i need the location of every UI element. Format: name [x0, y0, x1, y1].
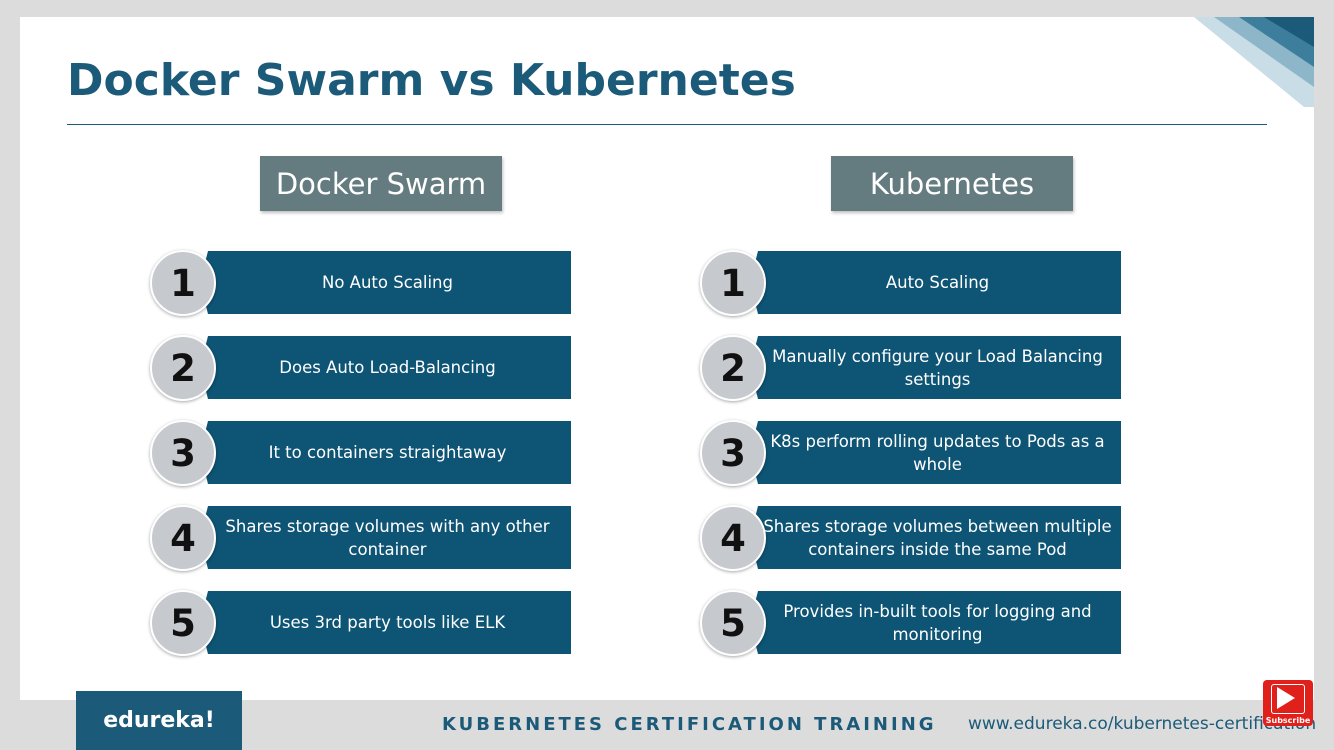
- item-bar: [200, 251, 571, 314]
- item-bar: [200, 336, 571, 399]
- edureka-logo: edureka!: [76, 691, 242, 750]
- item-bar: [200, 506, 571, 569]
- item-text: Shares storage volumes between multiple …: [763, 516, 1112, 559]
- item-number: 5: [150, 590, 216, 656]
- youtube-play-icon: [1271, 684, 1305, 714]
- item-text: It to containers straightaway: [268, 443, 507, 462]
- list-item: K8s perform rolling updates to Pods as a…: [700, 420, 1121, 486]
- item-number: 4: [150, 505, 216, 571]
- list-item: Does Auto Load-Balancing 2: [150, 335, 571, 401]
- item-number: 5: [700, 590, 766, 656]
- item-text: Shares storage volumes with any other co…: [225, 516, 550, 559]
- corner-decoration: [1194, 17, 1314, 107]
- list-item: Auto Scaling 1: [700, 250, 1121, 316]
- item-bar: [750, 591, 1121, 654]
- item-number: 4: [700, 505, 766, 571]
- list-item: Provides in-built tools for logging and …: [700, 590, 1121, 656]
- list-item: No Auto Scaling 1: [150, 250, 571, 316]
- item-text: No Auto Scaling: [322, 273, 453, 292]
- course-url: www.edureka.co/kubernetes-certification: [968, 714, 1317, 734]
- item-text: Does Auto Load-Balancing: [279, 358, 496, 377]
- title-divider: [67, 124, 1267, 125]
- item-number: 1: [150, 250, 216, 316]
- slide: Docker Swarm vs Kubernetes Docker Swarm …: [20, 17, 1314, 700]
- slide-title: Docker Swarm vs Kubernetes: [67, 55, 796, 106]
- item-bar: [750, 336, 1121, 399]
- item-text: Manually configure your Load Balancing s…: [772, 346, 1103, 389]
- list-item: Shares storage volumes with any other co…: [150, 505, 571, 571]
- list-item: Shares storage volumes between multiple …: [700, 505, 1121, 571]
- item-bar: [750, 421, 1121, 484]
- item-text: K8s perform rolling updates to Pods as a…: [770, 431, 1105, 474]
- item-number: 3: [700, 420, 766, 486]
- subscribe-button[interactable]: Subscribe: [1263, 680, 1313, 726]
- item-text: Auto Scaling: [885, 273, 990, 292]
- item-number: 2: [700, 335, 766, 401]
- course-title: KUBERNETES CERTIFICATION TRAINING: [442, 714, 937, 735]
- list-item: It to containers straightaway 3: [150, 420, 571, 486]
- item-bar: [200, 421, 571, 484]
- item-bar: [750, 251, 1121, 314]
- item-number: 1: [700, 250, 766, 316]
- item-bar: [750, 506, 1121, 569]
- item-text: Provides in-built tools for logging and …: [783, 601, 1092, 644]
- subscribe-label: Subscribe: [1265, 716, 1311, 725]
- column-header-kubernetes: Kubernetes: [831, 156, 1073, 211]
- play-triangle-icon: [1277, 687, 1295, 709]
- item-number: 2: [150, 335, 216, 401]
- list-item: Uses 3rd party tools like ELK 5: [150, 590, 571, 656]
- item-text: Uses 3rd party tools like ELK: [269, 613, 506, 632]
- column-header-docker-swarm: Docker Swarm: [260, 156, 502, 211]
- item-bar: [200, 591, 571, 654]
- item-number: 3: [150, 420, 216, 486]
- list-item: Manually configure your Load Balancing s…: [700, 335, 1121, 401]
